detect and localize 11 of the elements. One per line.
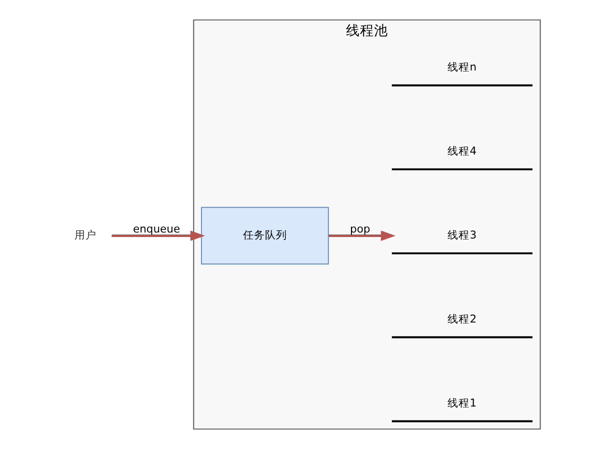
arrow (328, 230, 396, 241)
edge-label: enqueue (133, 222, 180, 236)
edge-label: pop (350, 222, 370, 236)
node-text: 线程n (448, 60, 477, 74)
node-text: 用户 (74, 228, 96, 242)
node-text: 线程1 (448, 396, 477, 410)
node-box: 任务队列 (200, 206, 329, 265)
node-text: 线程4 (448, 144, 477, 158)
node-text: 线程2 (448, 312, 477, 326)
node-text: 线程3 (448, 228, 477, 242)
arrow (112, 230, 206, 241)
